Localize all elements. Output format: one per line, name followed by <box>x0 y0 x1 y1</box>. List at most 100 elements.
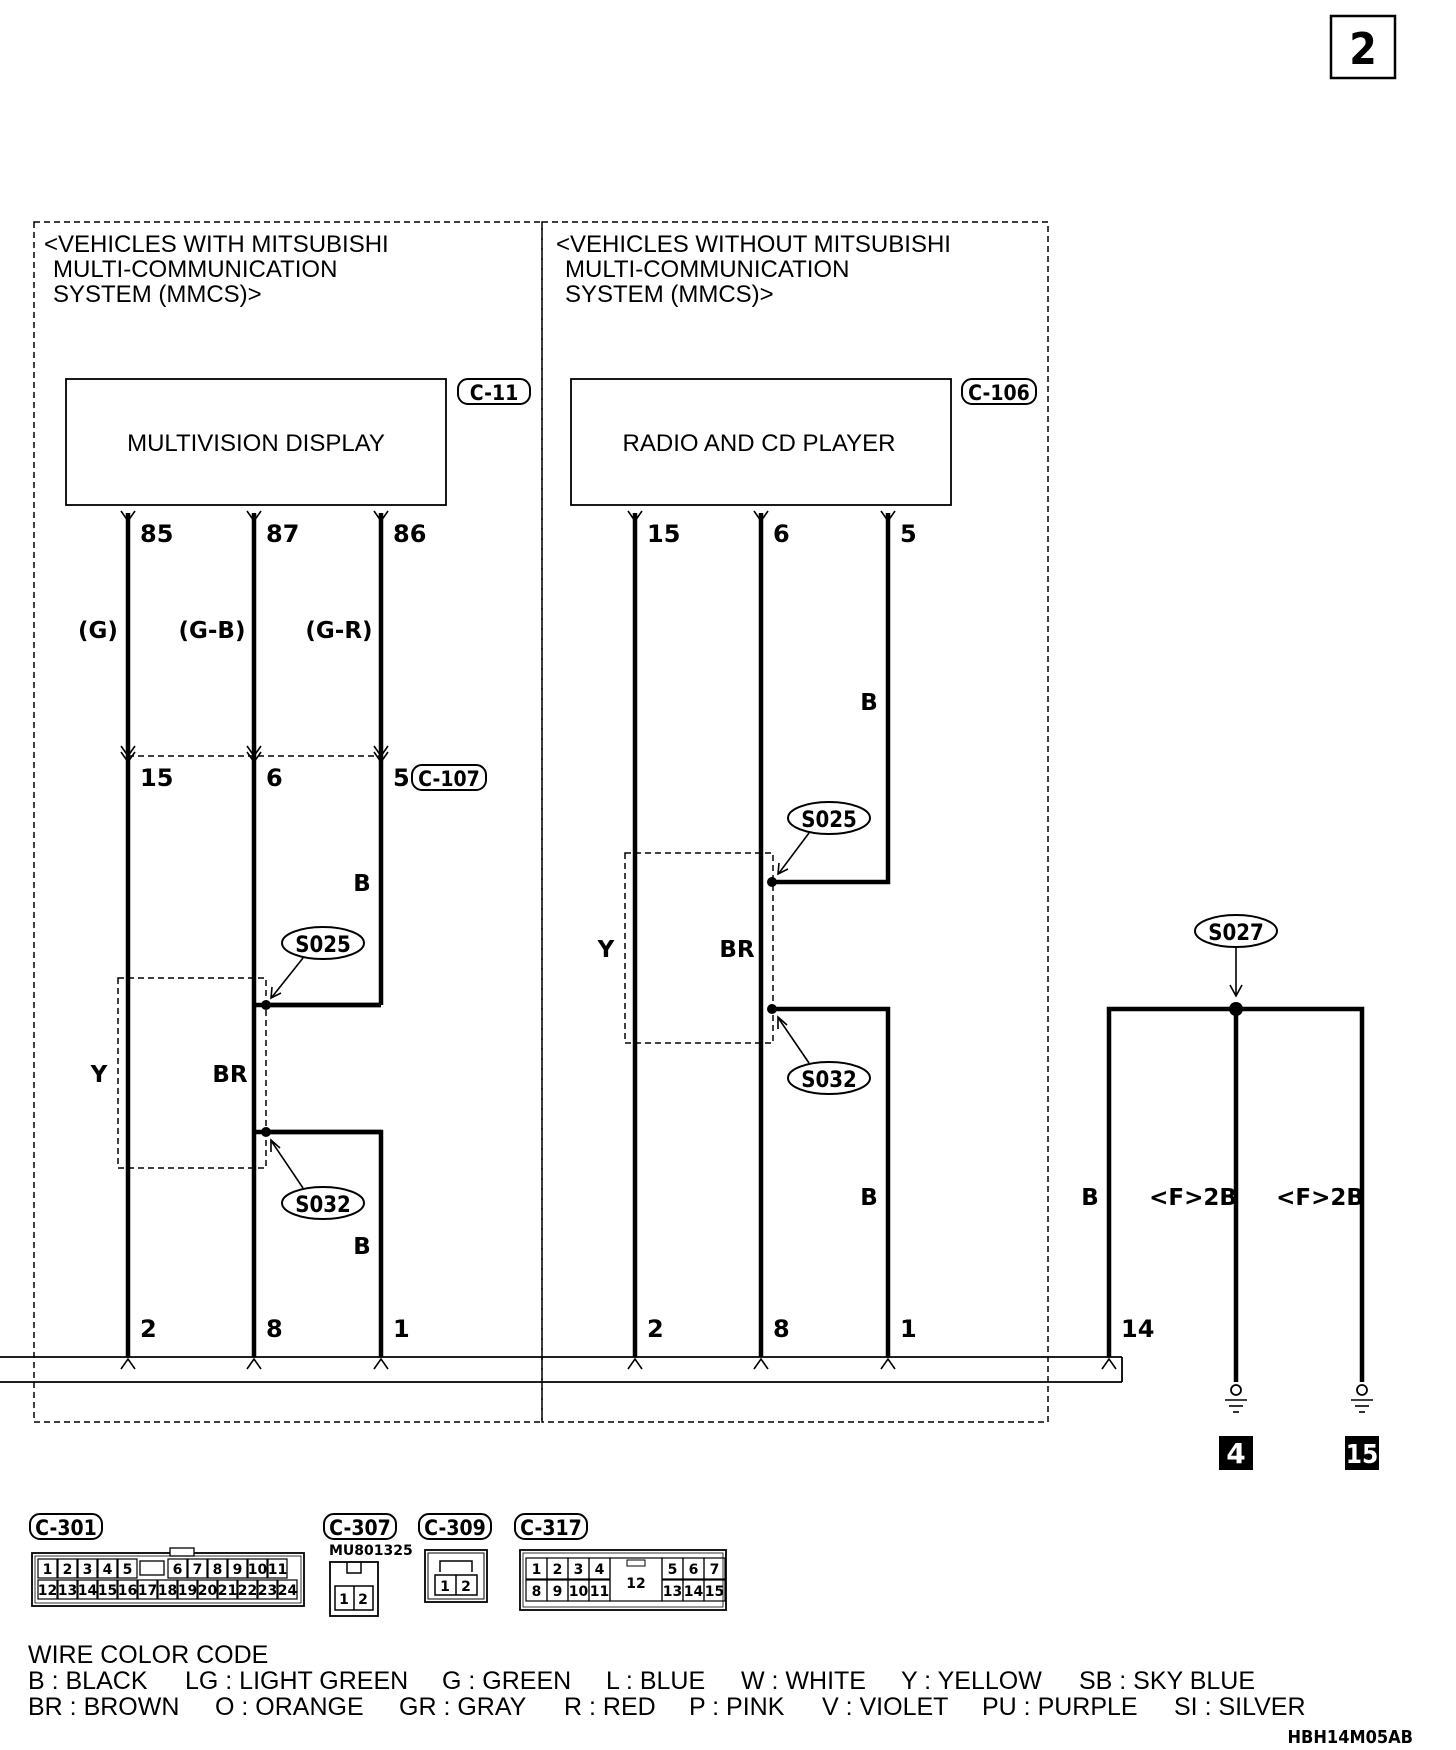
c301-cell <box>57 1558 78 1579</box>
bottom-connector-bus <box>0 1356 1123 1383</box>
c301-pin: 16 <box>118 1583 137 1599</box>
svg-text:V : VIOLET: V : VIOLET <box>822 1693 948 1721</box>
mv-pin-86: 86 <box>393 520 426 548</box>
c301-cell <box>117 1579 138 1600</box>
connector-c307-part-number: MU801325 <box>329 1543 413 1559</box>
radio-splice-s032: S032 <box>777 1015 871 1095</box>
svg-text:15: 15 <box>1346 1440 1379 1470</box>
c317-outline <box>519 1549 727 1611</box>
c301-pin: 11 <box>268 1562 287 1578</box>
c301-cell <box>267 1558 288 1579</box>
c301-pin: 19 <box>178 1583 197 1599</box>
mv-splice-s025: S025 <box>270 926 365 1000</box>
c301-pin: 15 <box>98 1583 117 1599</box>
connector-c307-tag: C-307 <box>323 1513 397 1540</box>
c301-cell <box>277 1579 298 1600</box>
mv-pin-87: 87 <box>266 520 299 548</box>
radio-bottom-pin-1: 1 <box>900 1315 917 1343</box>
svg-text:<VEHICLES WITHOUT MITSUBISHI: <VEHICLES WITHOUT MITSUBISHI <box>556 231 951 258</box>
c317-pin: 7 <box>710 1562 720 1578</box>
c301-outline <box>31 1552 305 1607</box>
c301-cell <box>157 1579 178 1600</box>
svg-text:2: 2 <box>358 1592 368 1608</box>
ground-symbol-15: 15 <box>1345 1384 1379 1470</box>
c317-pin: 4 <box>595 1562 605 1578</box>
svg-text:S032: S032 <box>295 1193 351 1218</box>
mv-wire-color-b-lower: B <box>353 1234 371 1260</box>
c301-cell <box>77 1579 98 1600</box>
radio-wire-color-y: Y <box>597 937 615 963</box>
radio-bottom-pin-2: 2 <box>647 1315 664 1343</box>
c301-pin: 18 <box>158 1583 177 1599</box>
c301-pin: 13 <box>58 1583 77 1599</box>
section-left-outline <box>33 221 543 1423</box>
c301-cell <box>37 1558 58 1579</box>
section-left-title: <VEHICLES WITH MITSUBISHI MULTI-COMMUNIC… <box>44 231 389 308</box>
ground-wire-color-f1: <F>2B <box>1149 1185 1237 1211</box>
svg-text:C-317: C-317 <box>520 1516 582 1540</box>
c301-pin: 23 <box>258 1583 277 1599</box>
svg-text:GR : GRAY: GR : GRAY <box>399 1693 527 1721</box>
c317-pin: 13 <box>663 1584 682 1600</box>
c317-pin: 6 <box>689 1562 699 1578</box>
c301-cell <box>57 1579 78 1600</box>
c301-latch <box>139 1560 165 1576</box>
c301-pin: 6 <box>173 1562 183 1578</box>
mv-wire-color-y: Y <box>90 1062 108 1088</box>
connector-c309-face: 1 2 <box>424 1549 488 1603</box>
figure-code: HBH14M05AB <box>1287 1727 1413 1748</box>
c301-pin: 4 <box>103 1562 113 1578</box>
c317-pin: 1 <box>532 1562 542 1578</box>
c317-pin-center: 12 <box>626 1576 645 1592</box>
radio-splice-s025: S025 <box>777 801 871 876</box>
section-right-outline <box>541 221 1049 1423</box>
c301-pin: 22 <box>238 1583 257 1599</box>
svg-text:S032: S032 <box>801 1068 857 1093</box>
c317-pin: 15 <box>705 1584 724 1600</box>
c301-cell <box>187 1558 208 1579</box>
radio-junction-s025 <box>767 877 777 887</box>
c317-latch <box>626 1559 646 1567</box>
c301-pin: 8 <box>213 1562 223 1578</box>
svg-text:4: 4 <box>1226 1437 1245 1470</box>
wire-color-code-line1: B : BLACK LG : LIGHT GREEN G : GREEN L :… <box>28 1667 1255 1695</box>
radio-cd-player-box <box>570 378 952 506</box>
svg-text:S025: S025 <box>295 933 351 958</box>
c301-cell <box>257 1579 278 1600</box>
svg-text:1: 1 <box>339 1592 349 1608</box>
c301-cell <box>177 1579 198 1600</box>
svg-text:BR : BROWN: BR : BROWN <box>28 1693 179 1721</box>
ground-splice-s027: S027 <box>1194 914 1278 998</box>
section-right-title: <VEHICLES WITHOUT MITSUBISHI MULTI-COMMU… <box>556 231 951 308</box>
svg-text:R : RED: R : RED <box>564 1693 656 1721</box>
c301-cell <box>217 1579 238 1600</box>
radio-bottom-pin-8: 8 <box>773 1315 790 1343</box>
mv-c107-pin-6: 6 <box>266 764 283 792</box>
wire-color-code-title: WIRE COLOR CODE <box>28 1641 268 1669</box>
c301-pin: 7 <box>193 1562 203 1578</box>
c301-cell <box>227 1558 248 1579</box>
radio-wire-color-br: BR <box>719 937 755 963</box>
svg-text:SYSTEM (MMCS)>: SYSTEM (MMCS)> <box>53 281 262 308</box>
radio-pin-6: 6 <box>773 520 790 548</box>
svg-text:B : BLACK: B : BLACK <box>28 1667 148 1695</box>
svg-text:1: 1 <box>440 1579 450 1595</box>
mv-bottom-pin-1: 1 <box>393 1315 410 1343</box>
c301-pin: 9 <box>233 1562 243 1578</box>
mv-c107-pin-5: 5 <box>393 764 410 792</box>
c301-key <box>169 1547 195 1557</box>
c301-pin: 2 <box>63 1562 73 1578</box>
connector-c317-tag: C-317 <box>514 1513 588 1540</box>
svg-text:C-301: C-301 <box>35 1516 97 1540</box>
multivision-display-box <box>65 378 447 506</box>
svg-text:C-307: C-307 <box>329 1516 391 1540</box>
svg-text:C-309: C-309 <box>424 1516 486 1540</box>
mv-c107-pin-15: 15 <box>140 764 173 792</box>
mv-splice-dashed-box <box>117 977 267 1169</box>
radio-top-pin-markers <box>627 510 896 523</box>
ground-junction-s027 <box>1229 1002 1243 1016</box>
c301-pin: 14 <box>78 1583 98 1599</box>
svg-text:PU : PURPLE: PU : PURPLE <box>982 1693 1138 1721</box>
